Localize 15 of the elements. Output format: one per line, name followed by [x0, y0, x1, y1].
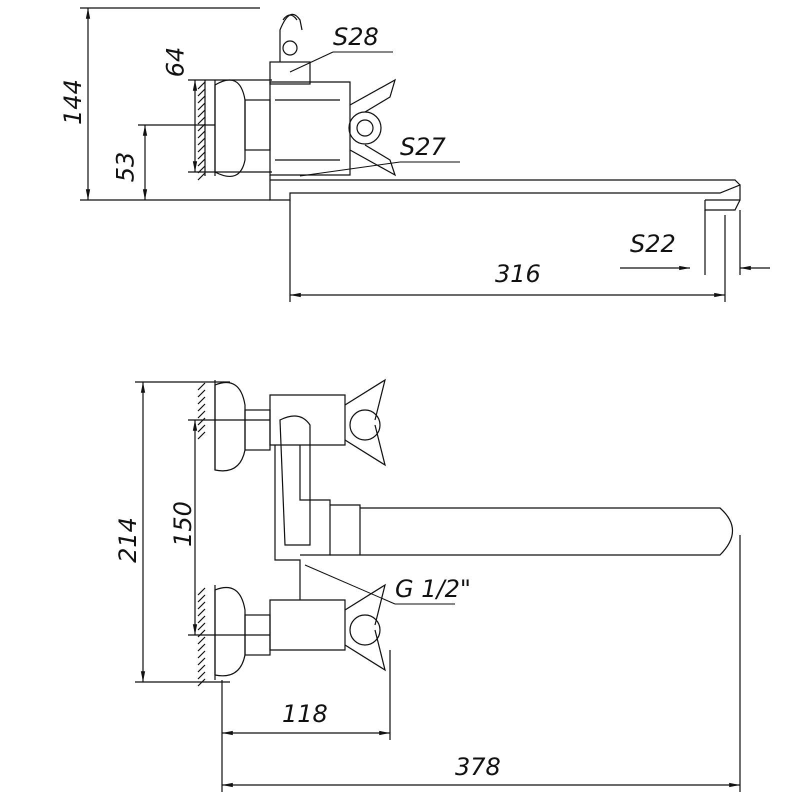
- dimension-label: 316: [495, 262, 541, 286]
- leader-line: [300, 162, 460, 176]
- leader-line: [290, 52, 394, 72]
- dimension-label: 118: [282, 702, 328, 726]
- callout-label: S27: [400, 135, 446, 159]
- callout-label: S28: [333, 25, 379, 49]
- dimension-label: 378: [455, 755, 501, 779]
- dimension-label: S22: [630, 232, 676, 256]
- callout-label: G 1/2": [395, 577, 471, 601]
- dimension-label: 144: [60, 79, 85, 125]
- dimension-label: 150: [170, 501, 195, 547]
- dimension-label: 64: [163, 46, 188, 78]
- dimension-label: 214: [116, 517, 140, 563]
- dimension-label: 53: [113, 152, 138, 182]
- leader-line: [304, 564, 456, 604]
